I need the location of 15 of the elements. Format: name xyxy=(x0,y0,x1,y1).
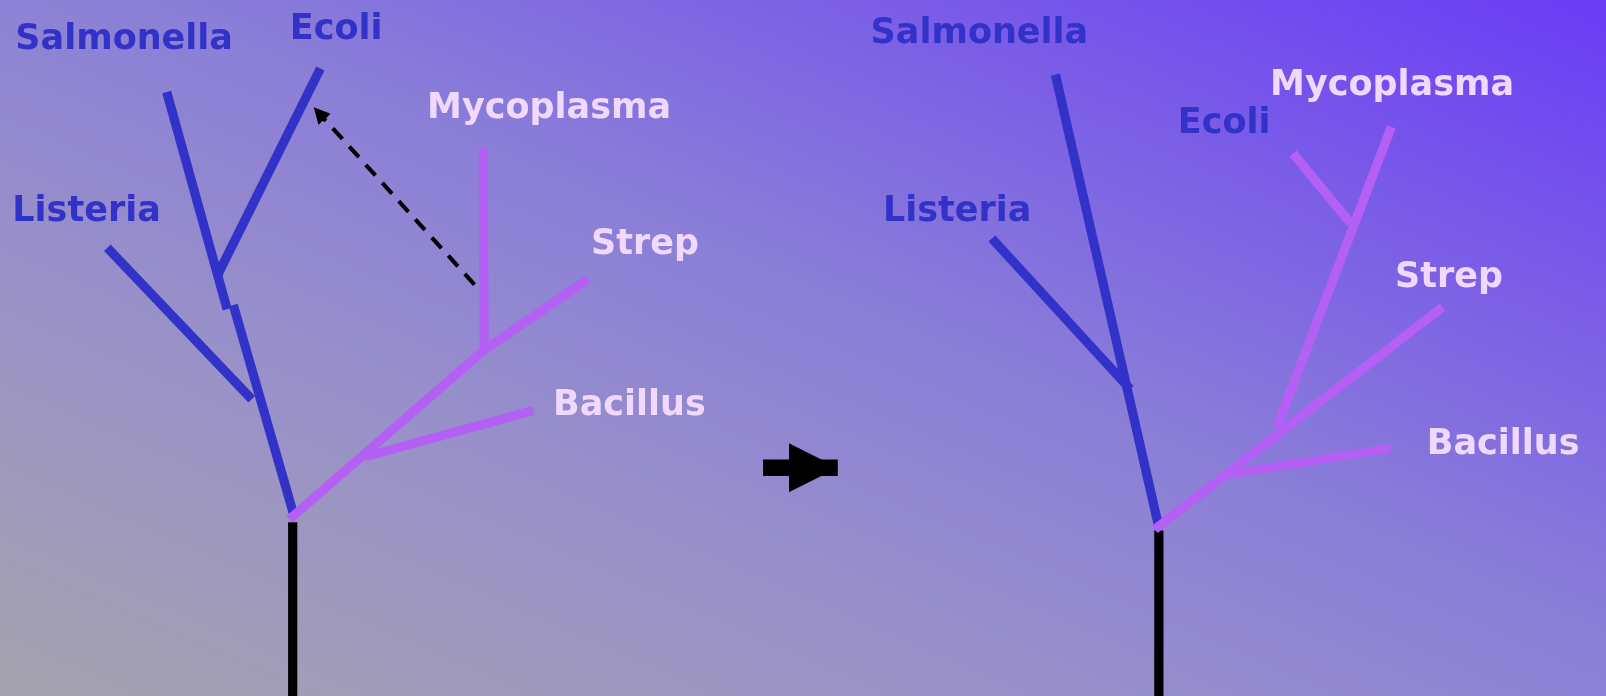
species-label: Bacillus xyxy=(553,386,706,422)
tree-branch xyxy=(478,148,490,350)
arrow xyxy=(763,443,838,493)
species-label: Mycoplasma xyxy=(427,89,672,125)
species-label: Ecoli xyxy=(289,10,383,46)
species-label: Mycoplasma xyxy=(1270,65,1515,101)
species-label: Strep xyxy=(590,225,699,261)
species-label: Salmonella xyxy=(15,20,233,56)
species-label: Bacillus xyxy=(1426,425,1580,461)
species-label: Salmonella xyxy=(870,14,1089,50)
species-label: Listeria xyxy=(12,191,161,227)
species-label: Listeria xyxy=(882,191,1032,227)
arrow xyxy=(313,107,476,286)
species-label: Strep xyxy=(1395,258,1503,294)
species-label: Ecoli xyxy=(1177,104,1271,140)
